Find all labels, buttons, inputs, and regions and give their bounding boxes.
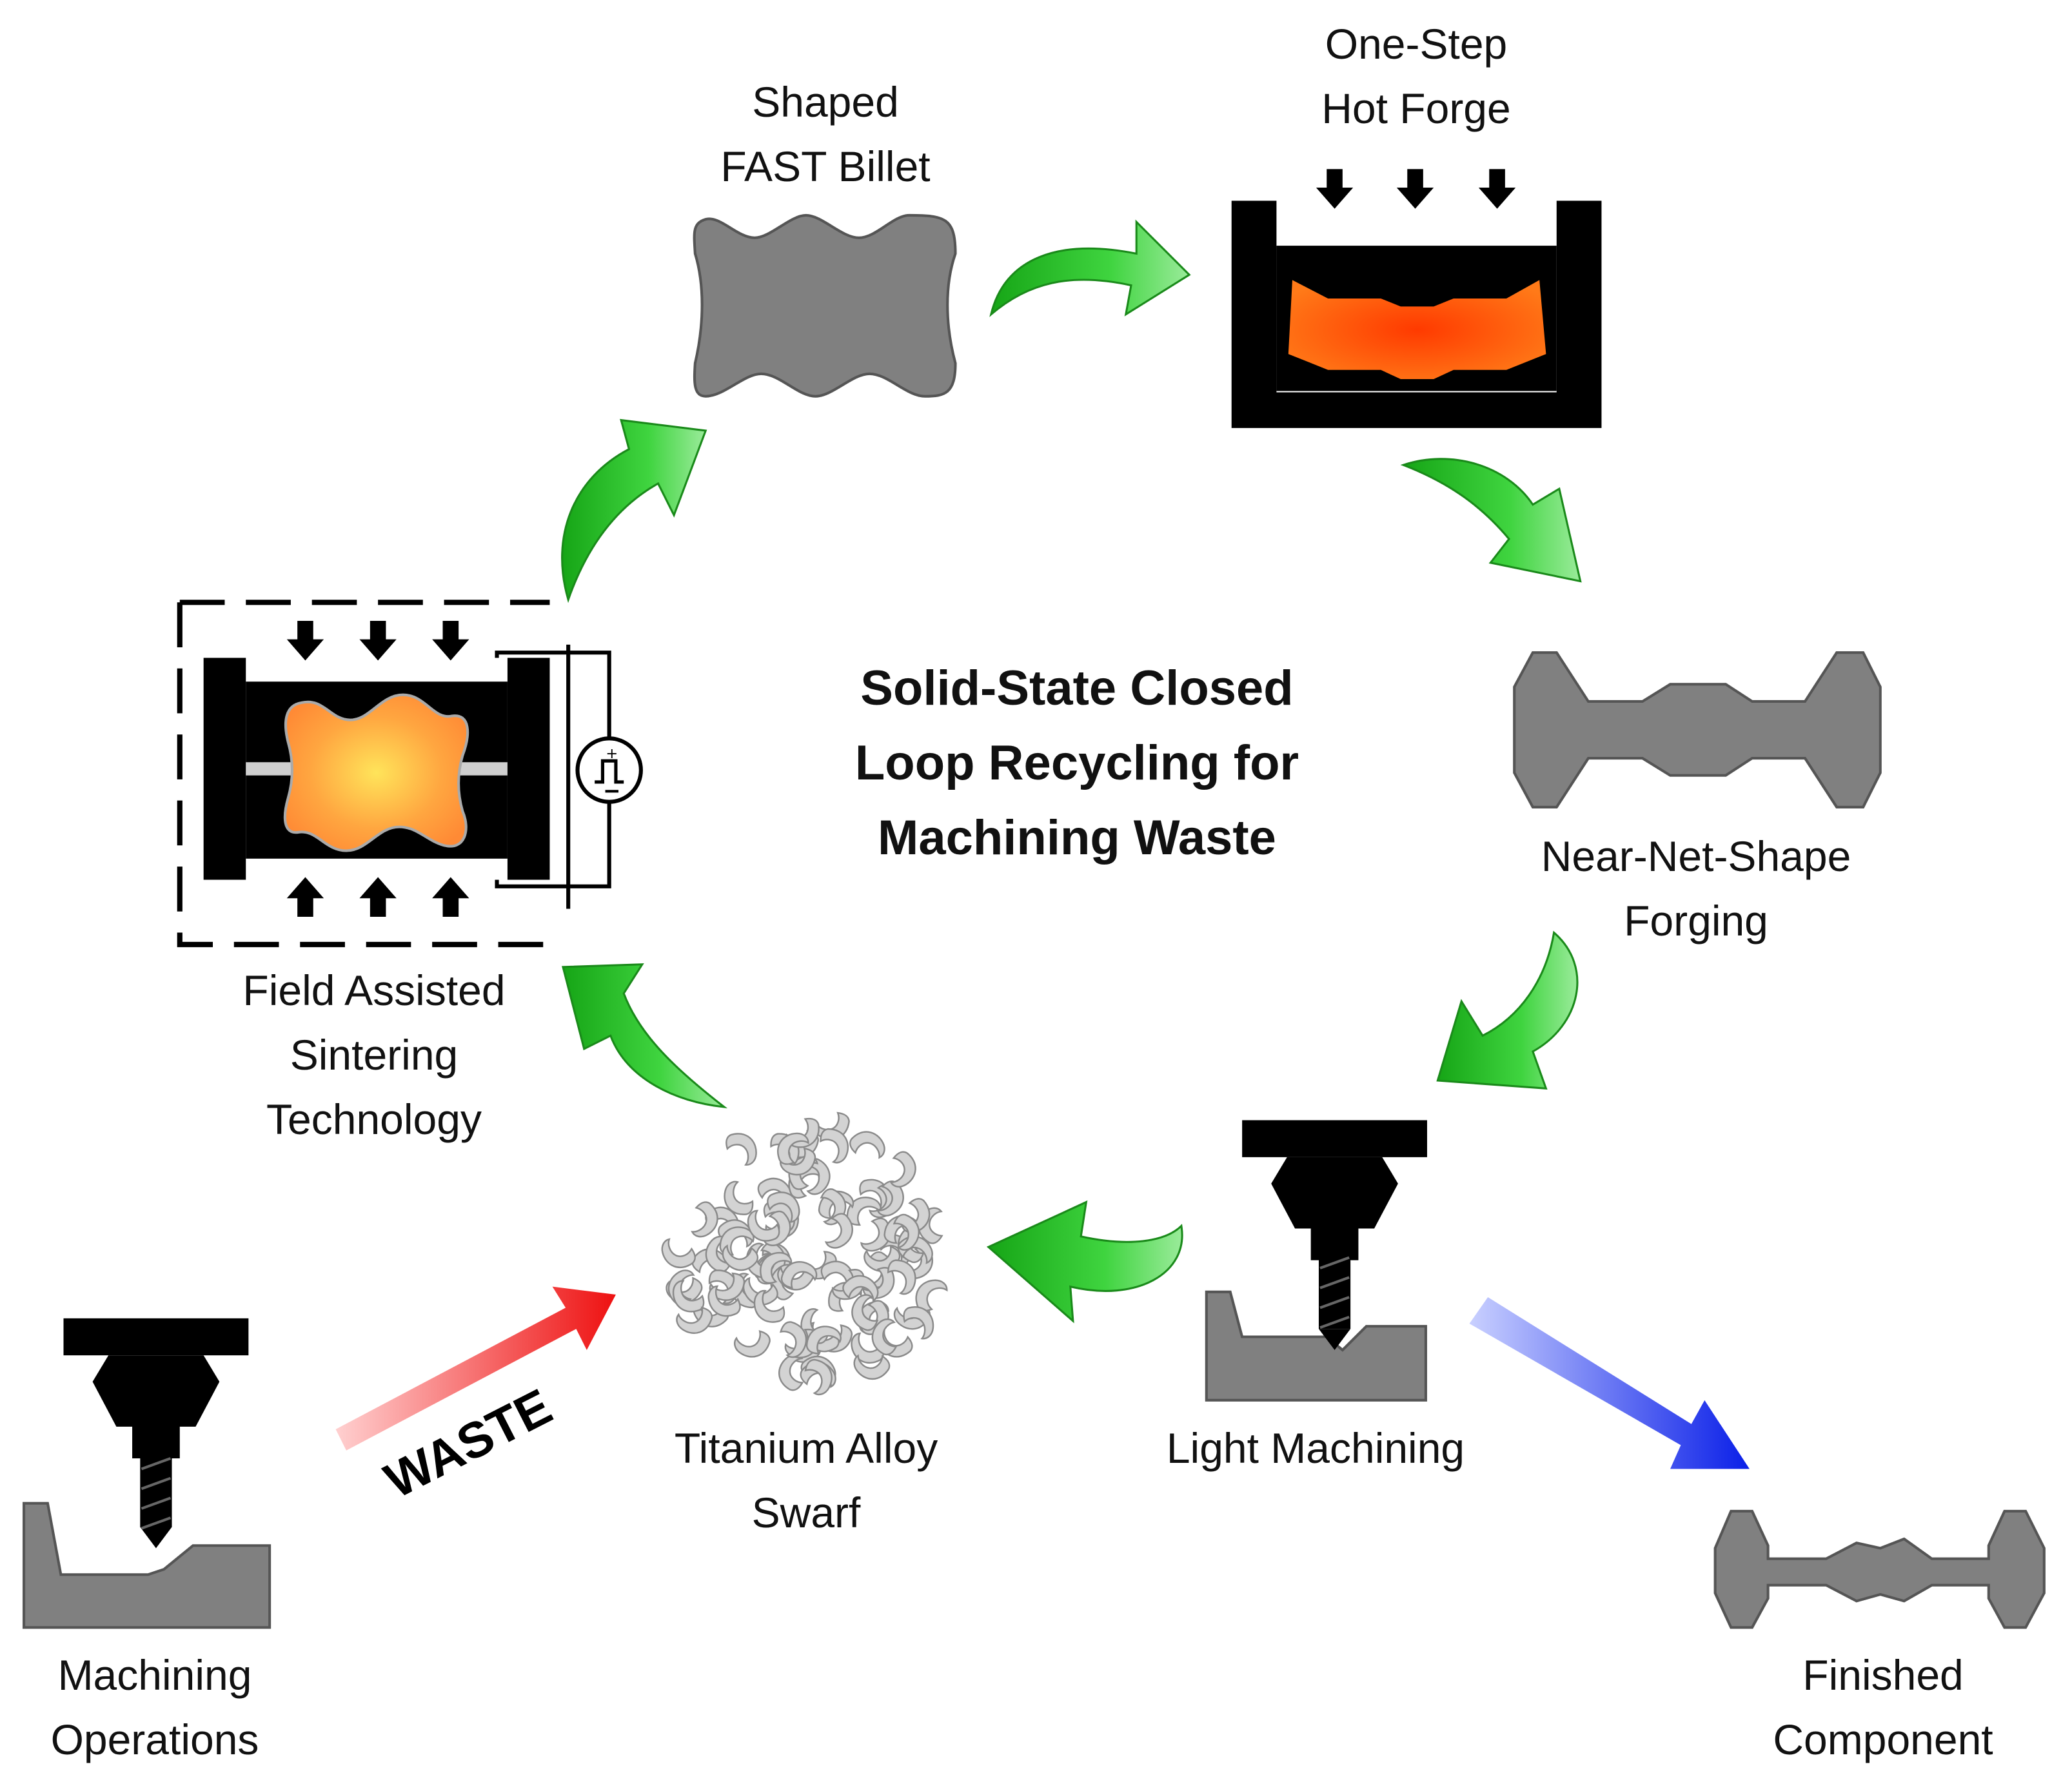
cycle-arrow-forge-to-forging xyxy=(1400,458,1582,583)
hot-forge-die xyxy=(1231,169,1602,428)
finished-component-shape xyxy=(1713,1509,2046,1629)
cycle-arrow-billet-to-forge xyxy=(989,219,1191,317)
label-machining-operations: Machining Operations xyxy=(50,1651,259,1763)
light-machining-icon xyxy=(1205,1120,1427,1402)
machining-operations-icon xyxy=(22,1318,271,1629)
fast-sintering-press: + xyxy=(177,600,643,948)
label-finished-component: Finished Component xyxy=(1773,1651,1993,1763)
swarf-chip xyxy=(657,1231,699,1275)
svg-text:+: + xyxy=(606,745,618,762)
fast-billet-shape xyxy=(693,213,957,398)
swarf-chip xyxy=(816,1126,852,1165)
swarf-chip xyxy=(730,1322,773,1364)
title-line-2: Loop Recycling for xyxy=(854,736,1299,790)
swarf-chip xyxy=(680,1198,725,1242)
diagram-title: Solid-State Closed Loop Recycling for Ma… xyxy=(800,651,1354,876)
swarf-chip xyxy=(845,1124,891,1169)
label-light-machining: Light Machining xyxy=(1166,1424,1465,1472)
label-forging: Near-Net-Shape Forging xyxy=(1541,832,1851,945)
title-line-1: Solid-State Closed xyxy=(860,661,1294,716)
label-swarf: Titanium Alloy Swarf xyxy=(674,1424,938,1536)
label-billet: Shaped FAST Billet xyxy=(720,78,931,190)
output-arrow xyxy=(1469,1297,1750,1469)
cycle-arrow-light-to-swarf xyxy=(986,1200,1183,1324)
cycle-arrow-fast-to-billet xyxy=(561,418,707,603)
titanium-swarf-pile xyxy=(657,1106,955,1399)
label-forge: One-Step Hot Forge xyxy=(1321,20,1511,132)
waste-arrow: WASTE xyxy=(335,1286,616,1509)
cycle-arrow-forging-to-light xyxy=(1436,930,1579,1090)
label-fast: Field Assisted Sintering Technology xyxy=(242,966,506,1143)
near-net-forging-shape xyxy=(1513,651,1882,808)
cycle-arrow-swarf-to-fast xyxy=(562,963,728,1109)
swarf-chip xyxy=(724,1130,759,1168)
title-line-3: Machining Waste xyxy=(878,810,1276,865)
